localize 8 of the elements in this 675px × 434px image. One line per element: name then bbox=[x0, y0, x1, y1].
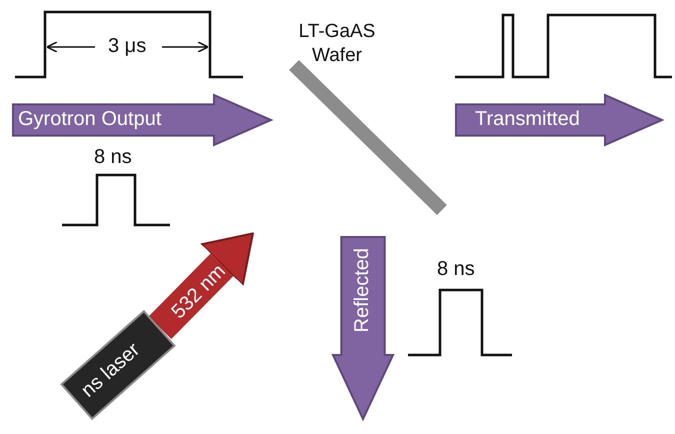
arrow-label: Reflected bbox=[351, 248, 374, 332]
edge-label: 532 nm bbox=[167, 260, 231, 324]
pulse-duration-label: 8 ns bbox=[437, 258, 475, 281]
wafer-label: LT-GaAS Wafer bbox=[298, 20, 376, 68]
pulse-duration-label: 8 ns bbox=[94, 146, 132, 169]
block-arrow bbox=[148, 232, 254, 340]
arrow-label: Transmitted bbox=[475, 108, 580, 131]
arrow-label: Gyrotron Output bbox=[18, 108, 162, 131]
